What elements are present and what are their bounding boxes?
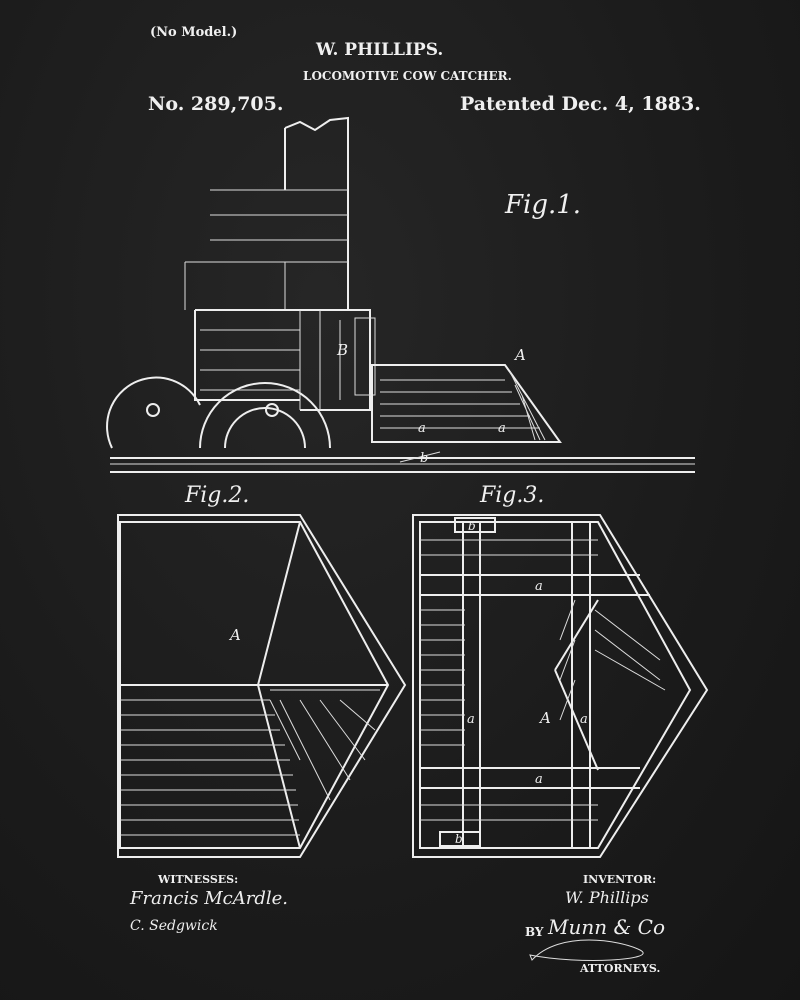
fig1-part-a: a: [418, 421, 426, 436]
fig3-part-A: A: [538, 709, 551, 727]
figure-1: Fig.1. A B a a b: [106, 116, 695, 473]
fig1-part-A: A: [513, 346, 526, 364]
fig3-part-b: b: [468, 519, 476, 533]
fig3-part-a: a: [580, 712, 588, 727]
attorneys-label: ATTORNEYS.: [580, 962, 661, 975]
fig3-part-a: a: [467, 712, 475, 727]
fig1-part-B: B: [336, 341, 348, 359]
attorney-flourish: [529, 939, 644, 961]
fig3-part-a: a: [535, 579, 543, 594]
patent-number: No. 289,705.: [148, 93, 284, 115]
model-note: (No Model.): [150, 25, 238, 40]
witness-1-signature: Francis McArdle.: [130, 888, 288, 909]
witness-2-signature: C. Sedgwick: [130, 918, 218, 934]
inventor-label: INVENTOR:: [583, 873, 657, 886]
figure-3: Fig.3. b a a A a a b: [412, 483, 709, 858]
fig1-part-a: a: [498, 421, 506, 436]
fig3-part-b: b: [455, 832, 463, 846]
fig2-part-A: A: [228, 626, 241, 644]
inventor-name: W. PHILLIPS.: [316, 40, 444, 60]
figure-2: Fig.2. A: [117, 483, 407, 858]
fig1-part-b: b: [420, 451, 428, 466]
patent-date: Patented Dec. 4, 1883.: [460, 93, 701, 115]
patent-title: LOCOMOTIVE COW CATCHER.: [303, 69, 512, 83]
attorney-signature: Munn & Co: [548, 915, 665, 939]
by-label: BY: [525, 925, 544, 939]
fig3-label: Fig.3.: [479, 483, 544, 508]
inventor-signature: W. Phillips: [565, 888, 649, 907]
fig3-part-a: a: [535, 772, 543, 787]
fig2-label: Fig.2.: [184, 483, 249, 508]
fig1-label: Fig.1.: [504, 190, 581, 220]
witnesses-label: WITNESSES:: [158, 873, 239, 886]
